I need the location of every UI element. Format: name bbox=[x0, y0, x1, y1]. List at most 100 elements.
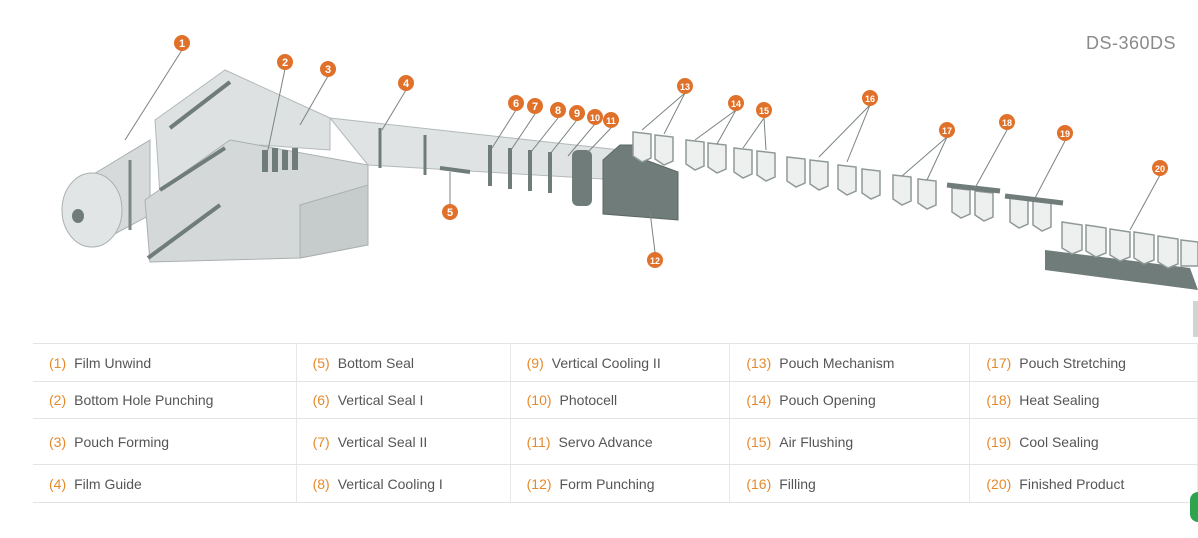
callout-marker: 20 bbox=[1152, 160, 1168, 176]
legend-label: Bottom Hole Punching bbox=[74, 392, 214, 408]
legend-label: Film Guide bbox=[74, 475, 142, 492]
legend-label: Pouch Stretching bbox=[1019, 354, 1126, 371]
legend-row: (3) Pouch Forming (7) Vertical Seal II (11… bbox=[33, 418, 1198, 465]
callout-marker: 14 bbox=[728, 95, 744, 111]
marker-label: 5 bbox=[447, 207, 453, 219]
legend-number: (5) bbox=[312, 354, 330, 371]
model-name: DS-360DS bbox=[1085, 33, 1176, 53]
callout-marker: 7 bbox=[527, 98, 543, 114]
marker-label: 17 bbox=[942, 126, 952, 136]
legend-label: Cool Sealing bbox=[1019, 433, 1099, 450]
legend-number: (11) bbox=[526, 433, 551, 450]
legend-cell: (9) Vertical Cooling II bbox=[510, 343, 731, 382]
legend-row: (1)Film Unwind (5) Bottom Seal (9) Vertica… bbox=[33, 343, 1198, 382]
legend-row: (2) Bottom Hole Punching (6) Vertical Seal… bbox=[33, 381, 1198, 419]
callout-marker: 9 bbox=[569, 105, 585, 121]
legend-cell: (17)Pouch Stretching bbox=[969, 343, 1198, 382]
legend-label: Film Unwind bbox=[74, 354, 152, 371]
callout-marker: 17 bbox=[939, 122, 955, 138]
legend-cell: (14) Pouch Opening bbox=[729, 381, 971, 419]
film-strip bbox=[328, 117, 621, 206]
callout-marker: 6 bbox=[508, 95, 524, 111]
film-unwind-roll bbox=[61, 139, 151, 248]
legend-row: (4)Film Guide (8)Vertical Cooling I (12)… bbox=[33, 464, 1198, 503]
marker-label: 7 bbox=[532, 101, 538, 113]
legend-label: Pouch Opening bbox=[779, 392, 876, 408]
legend-label: Vertical Cooling I bbox=[337, 475, 443, 492]
legend-label: Photocell bbox=[559, 392, 618, 408]
legend-label: Vertical Seal II bbox=[337, 433, 428, 450]
legend-label: Air Flushing bbox=[779, 433, 854, 450]
leader-lines bbox=[124, 49, 1161, 253]
sealing-bars bbox=[946, 182, 1064, 206]
callout-marker: 2 bbox=[277, 54, 293, 70]
legend-cell: (5) Bottom Seal bbox=[296, 343, 511, 382]
legend-cell: (2) Bottom Hole Punching bbox=[33, 381, 297, 419]
legend-cell: (1)Film Unwind bbox=[33, 343, 297, 382]
legend-label: Vertical Seal I bbox=[337, 392, 424, 408]
legend-number: (8) bbox=[312, 475, 330, 492]
callout-marker: 15 bbox=[756, 102, 772, 118]
marker-label: 1 bbox=[179, 38, 185, 50]
callout-marker: 4 bbox=[398, 75, 414, 91]
process-diagram: 1 2 3 4 5 6 7 8 9 10 11 12 13 14 15 16 1… bbox=[61, 35, 1198, 290]
callout-marker: 10 bbox=[587, 109, 603, 125]
legend-number: (13) bbox=[746, 354, 772, 371]
legend-number: (16) bbox=[746, 475, 772, 492]
callout-markers: 1 2 3 4 5 6 7 8 9 10 11 12 13 14 15 16 1… bbox=[174, 35, 1168, 268]
marker-label: 10 bbox=[590, 113, 600, 123]
legend-cell: (18) Heat Sealing bbox=[969, 381, 1198, 419]
callout-marker: 1 bbox=[174, 35, 190, 51]
legend-cell: (15) Air Flushing bbox=[729, 418, 971, 465]
legend-number: (9) bbox=[526, 354, 544, 371]
chat-widget-button[interactable] bbox=[1190, 492, 1198, 522]
legend-cell: (19) Cool Sealing bbox=[969, 418, 1198, 465]
legend-cell: (12) Form Punching bbox=[510, 464, 731, 503]
form-punching-block bbox=[602, 144, 679, 221]
legend-table: (1)Film Unwind (5) Bottom Seal (9) Vertica… bbox=[33, 343, 1198, 503]
legend-number: (14) bbox=[746, 392, 772, 408]
legend-cell: (16) Filling bbox=[729, 464, 971, 503]
legend-number: (15) bbox=[746, 433, 772, 450]
legend-cell: (10)Photocell bbox=[510, 381, 731, 419]
legend-number: (2) bbox=[49, 392, 67, 408]
legend-label: Form Punching bbox=[559, 475, 655, 492]
legend-label: Vertical Cooling II bbox=[551, 354, 661, 371]
legend-cell: (3) Pouch Forming bbox=[33, 418, 297, 465]
callout-marker: 8 bbox=[550, 102, 566, 118]
marker-label: 9 bbox=[574, 108, 580, 120]
callout-marker: 19 bbox=[1057, 125, 1073, 141]
callout-marker: 18 bbox=[999, 114, 1015, 130]
callout-marker: 12 bbox=[647, 252, 663, 268]
marker-label: 2 bbox=[282, 57, 288, 69]
legend-label: Servo Advance bbox=[558, 433, 653, 450]
legend-number: (19) bbox=[986, 433, 1012, 450]
pouch-forming-unit bbox=[144, 69, 369, 263]
legend-number: (20) bbox=[986, 475, 1012, 492]
legend-number: (7) bbox=[312, 433, 330, 450]
marker-label: 13 bbox=[680, 82, 690, 92]
marker-label: 12 bbox=[650, 256, 660, 266]
legend-label: Heat Sealing bbox=[1019, 392, 1100, 408]
legend-number: (18) bbox=[986, 392, 1012, 408]
legend-label: Bottom Seal bbox=[337, 354, 414, 371]
legend-label: Pouch Forming bbox=[74, 433, 170, 450]
marker-label: 15 bbox=[759, 106, 769, 116]
marker-label: 19 bbox=[1060, 129, 1070, 139]
legend-cell: (20)Finished Product bbox=[969, 464, 1198, 503]
marker-label: 18 bbox=[1002, 118, 1012, 128]
legend-label: Filling bbox=[779, 475, 816, 492]
legend-cell: (8) Vertical Cooling I bbox=[296, 464, 511, 503]
callout-marker: 16 bbox=[862, 90, 878, 106]
marker-label: 20 bbox=[1155, 164, 1165, 174]
marker-label: 11 bbox=[606, 116, 616, 126]
scrollbar-thumb[interactable] bbox=[1193, 301, 1198, 337]
legend-number: (3) bbox=[49, 433, 67, 450]
product-conveyor bbox=[1045, 221, 1198, 290]
legend-cell: (13)Pouch Mechanism bbox=[729, 343, 971, 382]
legend-number: (12) bbox=[526, 475, 552, 492]
marker-label: 6 bbox=[513, 98, 519, 110]
legend-number: (6) bbox=[312, 392, 330, 408]
legend-cell: (11) Servo Advance bbox=[510, 418, 731, 465]
marker-label: 14 bbox=[731, 99, 741, 109]
